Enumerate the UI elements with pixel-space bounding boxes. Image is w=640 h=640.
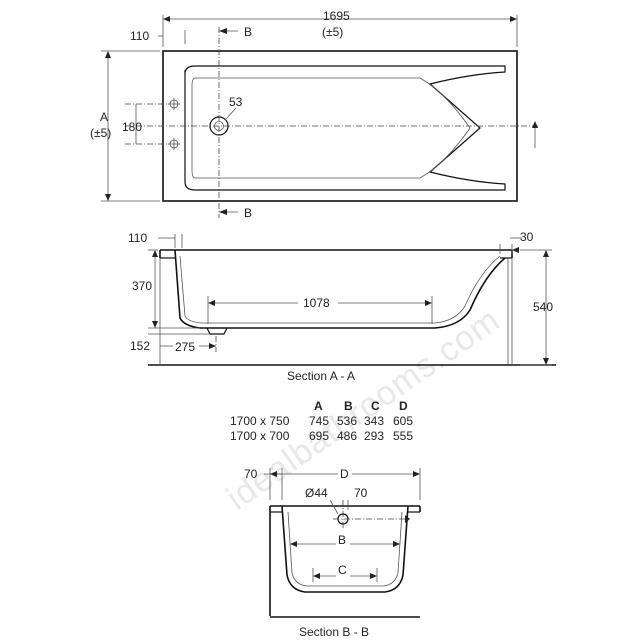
base-length: 1078 bbox=[303, 296, 330, 310]
table-cell: 605 bbox=[393, 414, 413, 428]
tap-holes bbox=[125, 98, 180, 150]
section-marker-bottom: B bbox=[244, 206, 252, 220]
table-header-b: B bbox=[344, 399, 353, 413]
waste-offset-bb: 70 bbox=[354, 486, 368, 500]
waste-sump bbox=[206, 327, 228, 335]
rim-offset: 110 bbox=[128, 231, 147, 245]
section-marker-top: B bbox=[244, 25, 252, 39]
bath-inner-basin bbox=[184, 65, 506, 191]
table-cell: 536 bbox=[337, 414, 357, 428]
section-b-b: 70 D Ø44 70 B C Section B - B bbox=[244, 466, 421, 639]
table-cell: 555 bbox=[393, 429, 413, 443]
bath-shell-inner bbox=[179, 255, 501, 324]
base-height: 152 bbox=[130, 339, 150, 353]
table-cell: 343 bbox=[364, 414, 384, 428]
waste-diameter: 53 bbox=[229, 95, 243, 109]
inner-b-label: B bbox=[338, 533, 346, 547]
table-header-d: D bbox=[399, 399, 408, 413]
rim-thickness: 30 bbox=[520, 230, 534, 244]
centre-arrow bbox=[532, 121, 538, 128]
table-row-size: 1700 x 750 bbox=[230, 414, 290, 428]
table-header-a: A bbox=[314, 399, 323, 413]
bath-shell-bb-outer bbox=[281, 505, 409, 593]
waste-offset: 275 bbox=[175, 340, 195, 354]
tap-spacing: 180 bbox=[122, 120, 142, 134]
table-cell: 293 bbox=[364, 429, 384, 443]
plan-view: 53 180 1695 (±5) 110 A bbox=[90, 9, 540, 220]
plan-offset: 110 bbox=[130, 29, 149, 43]
width-d-label: D bbox=[340, 467, 349, 481]
depth-value: 370 bbox=[132, 279, 152, 293]
bath-base-outline bbox=[191, 77, 471, 179]
length-tolerance: (±5) bbox=[322, 25, 343, 39]
bath-shell-outer bbox=[174, 249, 506, 329]
waste-leader bbox=[225, 107, 237, 120]
section-a-a-title: Section A - A bbox=[287, 369, 355, 383]
width-label: A bbox=[100, 110, 108, 124]
table-header-c: C bbox=[371, 399, 380, 413]
table-cell: 695 bbox=[309, 429, 329, 443]
bath-shell-bb-inner bbox=[287, 511, 403, 587]
length-value: 1695 bbox=[323, 9, 350, 23]
dimension-table: A B C D 1700 x 750 745 536 343 605 1700 … bbox=[230, 399, 413, 443]
rim-offset-bb: 70 bbox=[244, 467, 258, 481]
section-b-b-title: Section B - B bbox=[299, 625, 369, 639]
section-a-a: 110 30 370 1078 540 152 bbox=[128, 230, 556, 383]
width-tolerance: (±5) bbox=[90, 126, 111, 140]
table-cell: 745 bbox=[309, 414, 329, 428]
waste-diameter-bb: Ø44 bbox=[305, 486, 328, 500]
table-row-size: 1700 x 700 bbox=[230, 429, 290, 443]
table-cell: 486 bbox=[337, 429, 357, 443]
base-c-label: C bbox=[338, 563, 347, 577]
overall-height: 540 bbox=[533, 300, 553, 314]
